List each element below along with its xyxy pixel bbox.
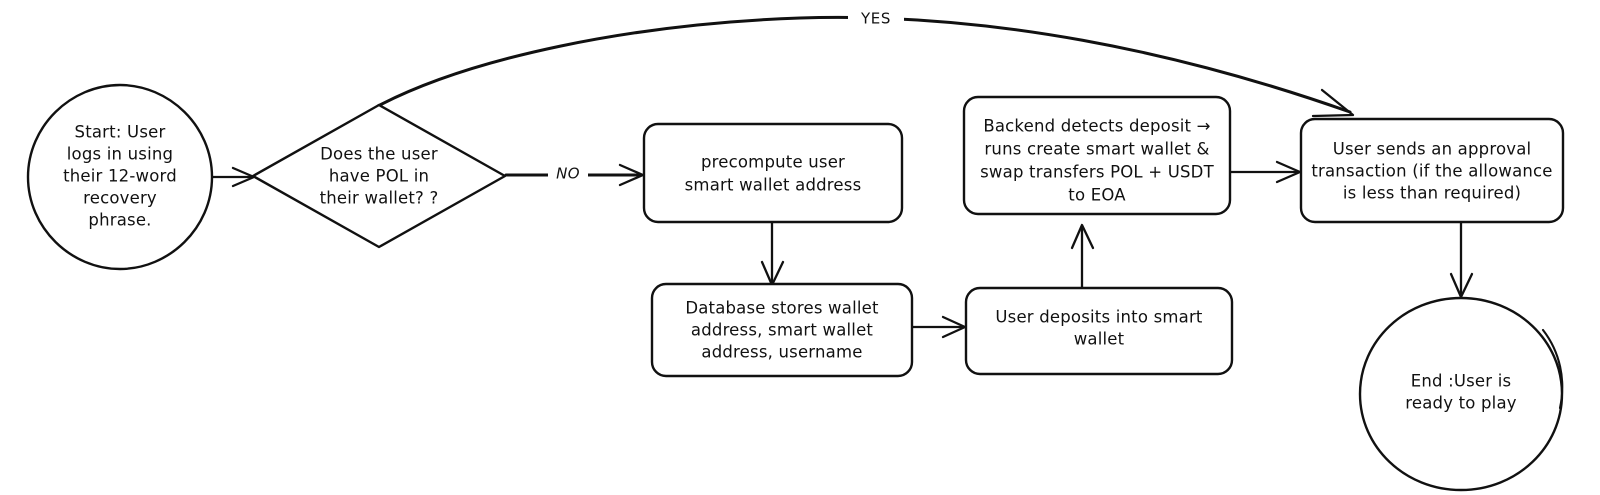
node-start-line-2: their 12-word <box>63 167 177 186</box>
node-database-line-0: Database stores wallet <box>685 299 879 318</box>
node-deposit-line-1: wallet <box>1074 330 1125 349</box>
edge-precompute-to-database <box>760 220 785 287</box>
edge-label-no: NO <box>556 165 580 183</box>
edge-deposit-to-backend <box>1070 223 1095 290</box>
node-precompute-line-1: smart wallet address <box>685 176 862 195</box>
node-decision-line-2: their wallet? ? <box>320 189 439 208</box>
node-start[interactable]: Start: User logs in using their 12-word … <box>26 83 214 271</box>
node-precompute[interactable]: precompute user smart wallet address <box>642 122 904 224</box>
node-decision-line-1: have POL in <box>329 167 429 186</box>
node-database-line-1: address, smart wallet <box>691 321 874 340</box>
node-database[interactable]: Database stores wallet address, smart wa… <box>650 282 914 378</box>
node-backend[interactable]: Backend detects deposit → runs create sm… <box>962 95 1232 216</box>
node-backend-line-2: swap transfers POL + USDT <box>980 163 1214 182</box>
node-end[interactable]: End :User is ready to play <box>1358 296 1564 492</box>
node-start-line-4: phrase. <box>88 211 151 230</box>
edge-label-yes: YES <box>860 10 891 28</box>
edge-start-to-decision <box>210 166 256 188</box>
node-end-line-0: End :User is <box>1411 372 1512 391</box>
edge-yes: YES <box>376 8 1355 118</box>
edge-yes-label-bg <box>848 8 904 28</box>
node-approval-line-0: User sends an approval <box>1333 140 1532 159</box>
node-precompute-line-0: precompute user <box>701 153 845 172</box>
node-start-line-3: recovery <box>83 189 157 208</box>
node-start-line-1: logs in using <box>67 145 173 164</box>
node-end-line-1: ready to play <box>1405 394 1517 413</box>
edge-approval-to-end <box>1449 220 1474 299</box>
node-decision[interactable]: Does the user have POL in their wallet? … <box>251 103 507 249</box>
node-database-line-2: address, username <box>701 343 862 362</box>
edge-decision-to-precompute: NO <box>504 163 645 187</box>
edge-database-to-deposit <box>911 315 967 339</box>
node-approval-line-2: is less than required) <box>1343 184 1521 203</box>
edge-no-label-bg <box>548 163 588 185</box>
node-backend-line-0: Backend detects deposit → <box>983 117 1210 136</box>
node-approval-line-1: transaction (if the allowance <box>1311 162 1552 181</box>
node-backend-line-1: runs create smart wallet & <box>984 140 1209 159</box>
node-start-line-0: Start: User <box>75 123 166 142</box>
node-deposit[interactable]: User deposits into smart wallet <box>964 286 1234 376</box>
node-backend-line-3: to EOA <box>1068 186 1126 205</box>
node-approval[interactable]: User sends an approval transaction (if t… <box>1299 117 1565 224</box>
node-deposit-line-0: User deposits into smart <box>995 308 1203 327</box>
node-decision-line-0: Does the user <box>320 145 438 164</box>
edge-backend-to-approval <box>1229 160 1302 184</box>
